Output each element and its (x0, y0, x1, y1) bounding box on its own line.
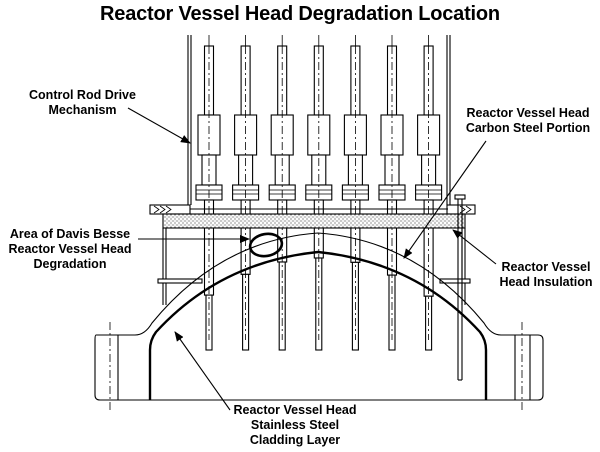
crdm-shroud (187, 35, 451, 205)
crdm-unit (415, 35, 443, 351)
vessel-head (94, 232, 544, 410)
crdm-unit (195, 35, 223, 351)
label-degradation: Area of Davis Besse Reactor Vessel Head … (8, 227, 132, 271)
degradation-area-marker (248, 232, 284, 258)
diagram-title: Reactor Vessel Head Degradation Location (100, 3, 500, 25)
crdm-array (195, 35, 443, 351)
crdm-unit (268, 35, 296, 351)
label-crdm: Control Rod Drive Mechanism (29, 88, 136, 117)
arrow-carbon-steel (403, 140, 487, 259)
crdm-unit (341, 35, 369, 351)
arrow-crdm (127, 107, 191, 144)
label-insulation: Reactor Vessel Head Insulation (499, 260, 593, 289)
crdm-unit (378, 35, 406, 351)
vent-pipe (454, 194, 466, 381)
label-cladding: Reactor Vessel Head Stainless Steel Clad… (233, 403, 357, 447)
arrow-insulation (452, 229, 497, 265)
crdm-unit (232, 35, 260, 351)
head-insulation (162, 213, 466, 229)
arrow-cladding (174, 331, 231, 411)
label-carbon-steel: Reactor Vessel Head Carbon Steel Portion (465, 106, 591, 135)
crdm-unit (305, 35, 333, 351)
leader-lines (127, 107, 497, 411)
